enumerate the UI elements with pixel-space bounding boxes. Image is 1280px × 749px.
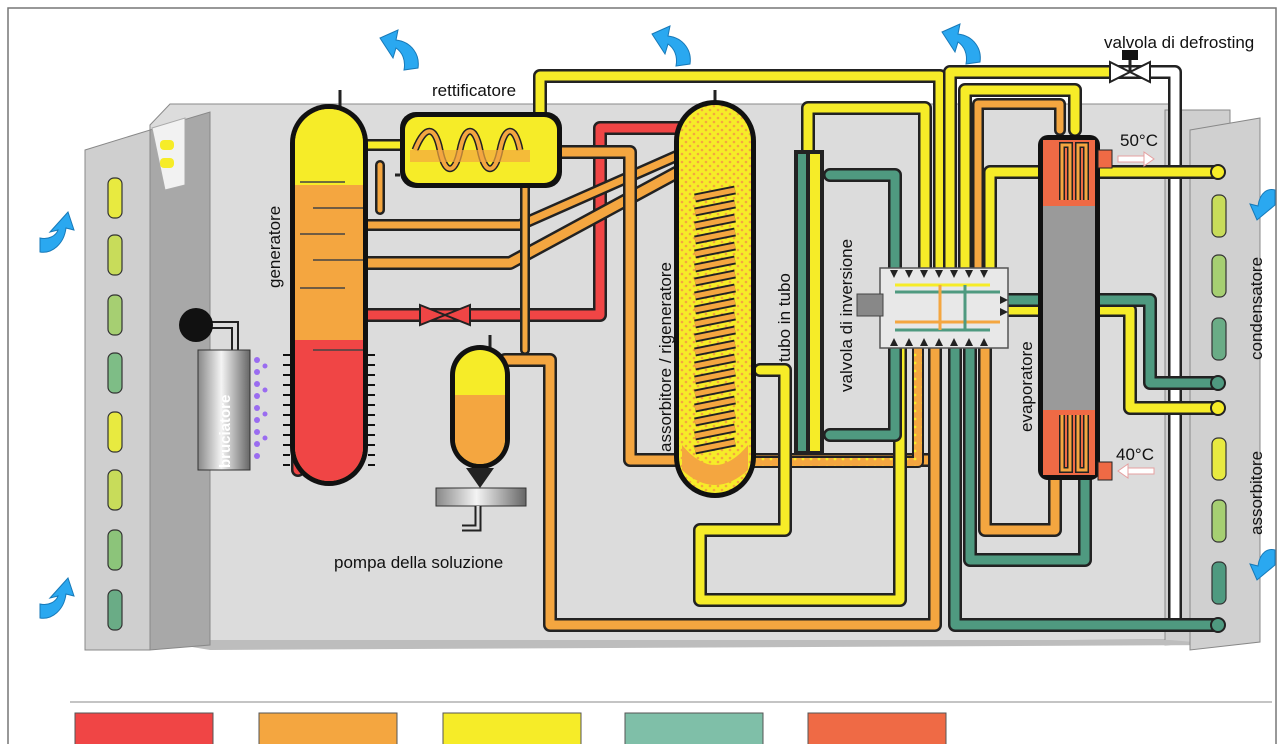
tube-in-tube-exchanger: [794, 150, 824, 455]
legend-swatch-red: [75, 713, 213, 744]
label-temp-40: 40°C: [1116, 445, 1154, 464]
label-rettificatore: rettificatore: [432, 81, 516, 100]
label-condensatore: condensatore: [1247, 257, 1266, 360]
air-arrow-icon: [942, 24, 980, 64]
cabinet-floor: [150, 640, 1230, 650]
generator-column: [283, 90, 375, 486]
label-pompa-della-soluzione: pompa della soluzione: [334, 553, 503, 572]
label-evaporatore: evaporatore: [1017, 341, 1036, 432]
burner-fan-icon: [179, 308, 213, 342]
legend-swatch-yellow: [443, 713, 581, 744]
legend-swatch-orange: [259, 713, 397, 744]
air-arrow-icon: [652, 26, 690, 66]
inversion-valve-block: [857, 268, 1008, 348]
legend-swatch-green: [625, 713, 763, 744]
label-valvola-di-inversione: valvola di inversione: [837, 239, 856, 392]
rectifier-unit: [395, 112, 562, 188]
air-arrow-icon: [380, 30, 418, 70]
label-generatore: generatore: [265, 206, 284, 288]
label-assorbitore-rigeneratore: assorbitore / rigeneratore: [656, 262, 675, 452]
legend-swatch-coral: [808, 713, 946, 744]
legend: [75, 713, 946, 744]
label-tubo-in-tubo: tubo in tubo: [775, 273, 794, 362]
label-bruciatore: bruciatore: [217, 395, 234, 468]
label-valvola-di-defrosting: valvola di defrosting: [1104, 33, 1254, 52]
label-assorbitore: assorbitore: [1247, 451, 1266, 535]
air-arrow-icon: [40, 212, 74, 252]
air-arrow-icon: [40, 578, 74, 618]
label-temp-50: 50°C: [1120, 131, 1158, 150]
absorber-regenerator-column: [674, 90, 756, 498]
